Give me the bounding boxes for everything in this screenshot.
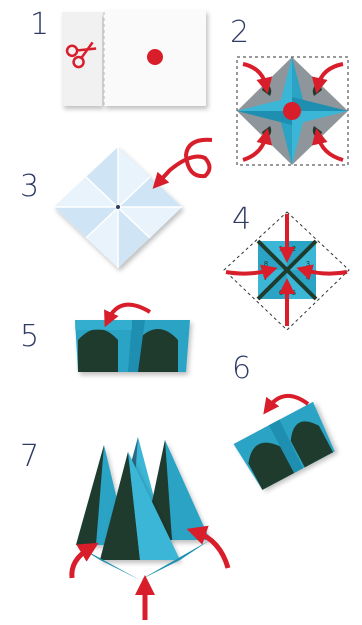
fold-label: 6 <box>279 289 284 297</box>
step-5-illustration <box>75 305 190 372</box>
step-1-illustration <box>62 10 206 106</box>
step-6-illustration <box>234 402 339 492</box>
red-dot-marker <box>283 102 301 120</box>
curved-arrow-icon <box>318 136 343 160</box>
curved-arrow-icon <box>243 64 266 86</box>
fold-label: 2 <box>292 245 296 253</box>
curved-arrow-icon <box>268 396 308 408</box>
fold-label: 8 <box>264 260 268 268</box>
step-2-illustration <box>237 57 348 165</box>
fold-label: 7 <box>264 274 268 282</box>
step-4-illustration: 1 2 3 4 5 6 7 8 <box>224 212 349 330</box>
curved-arrow-icon <box>243 136 266 160</box>
fold-label: 4 <box>306 274 311 282</box>
curved-arrow-icon <box>226 270 270 274</box>
step-7-illustration <box>72 437 228 620</box>
fold-label: 3 <box>306 260 310 268</box>
step-3-illustration <box>54 140 212 268</box>
curved-arrow-icon <box>304 270 347 274</box>
curved-arrow-icon <box>318 64 343 86</box>
curved-arrow-icon <box>108 305 150 320</box>
red-dot-marker <box>147 49 163 65</box>
curved-arrow-icon <box>158 140 212 183</box>
fold-label: 1 <box>279 245 283 253</box>
fold-label: 5 <box>292 289 296 297</box>
curved-arrow-icon <box>72 548 90 578</box>
